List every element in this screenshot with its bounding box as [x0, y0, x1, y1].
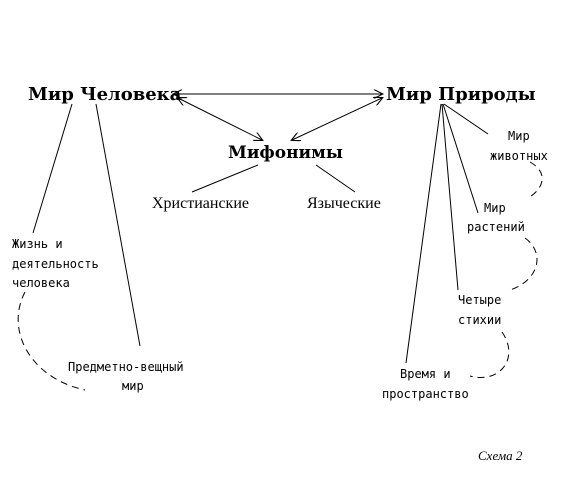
arrow-nature-mythonyms [292, 98, 382, 140]
line-human-objects [95, 103, 141, 347]
line-mythonyms-pagan [315, 164, 356, 193]
item-animals-line-2: животных [490, 149, 548, 163]
line-human-life [32, 103, 73, 234]
item-objects-line-2: мир [122, 379, 144, 393]
item-elements-line-2: стихии [458, 313, 501, 327]
dashed-links [17, 161, 543, 391]
heading-mythonyms: Мифонимы [228, 143, 343, 163]
item-elements-line-1: Четыре [458, 293, 501, 307]
item-life-line-3: человека [12, 276, 70, 290]
heading-human-world: Мир Человека [28, 84, 182, 105]
arrows [174, 94, 382, 140]
dashed-link-life-objects [17, 291, 86, 391]
branch-christian: Христианские [152, 195, 249, 212]
connector-lines [32, 103, 489, 364]
line-nature-plants [442, 103, 479, 214]
branch-pagan: Языческие [307, 195, 381, 212]
item-animals-line-1: Мир [508, 129, 530, 143]
heading-nature-world: Мир Природы [386, 84, 536, 105]
dashed-link-animals-plants [527, 161, 543, 199]
arrow-human-mythonyms [178, 98, 262, 140]
item-life-line-2: деятельность [12, 257, 99, 271]
item-life-line-1: Жизнь и [12, 237, 63, 251]
line-mythonyms-christian [191, 164, 259, 193]
line-nature-time [405, 103, 442, 364]
scheme-caption: Схема 2 [478, 448, 523, 463]
item-time-line-1: Время и [400, 367, 451, 381]
line-nature-animals [443, 103, 489, 135]
item-time-line-2: пространство [382, 387, 469, 401]
item-objects-line-1: Предметно-вещный [68, 360, 184, 374]
item-plants-line-1: Мир [484, 201, 506, 215]
line-nature-elements [441, 103, 459, 291]
item-plants-line-2: растений [467, 220, 525, 234]
dashed-link-elements-time [469, 331, 510, 378]
dashed-link-plants-elements [509, 237, 538, 291]
